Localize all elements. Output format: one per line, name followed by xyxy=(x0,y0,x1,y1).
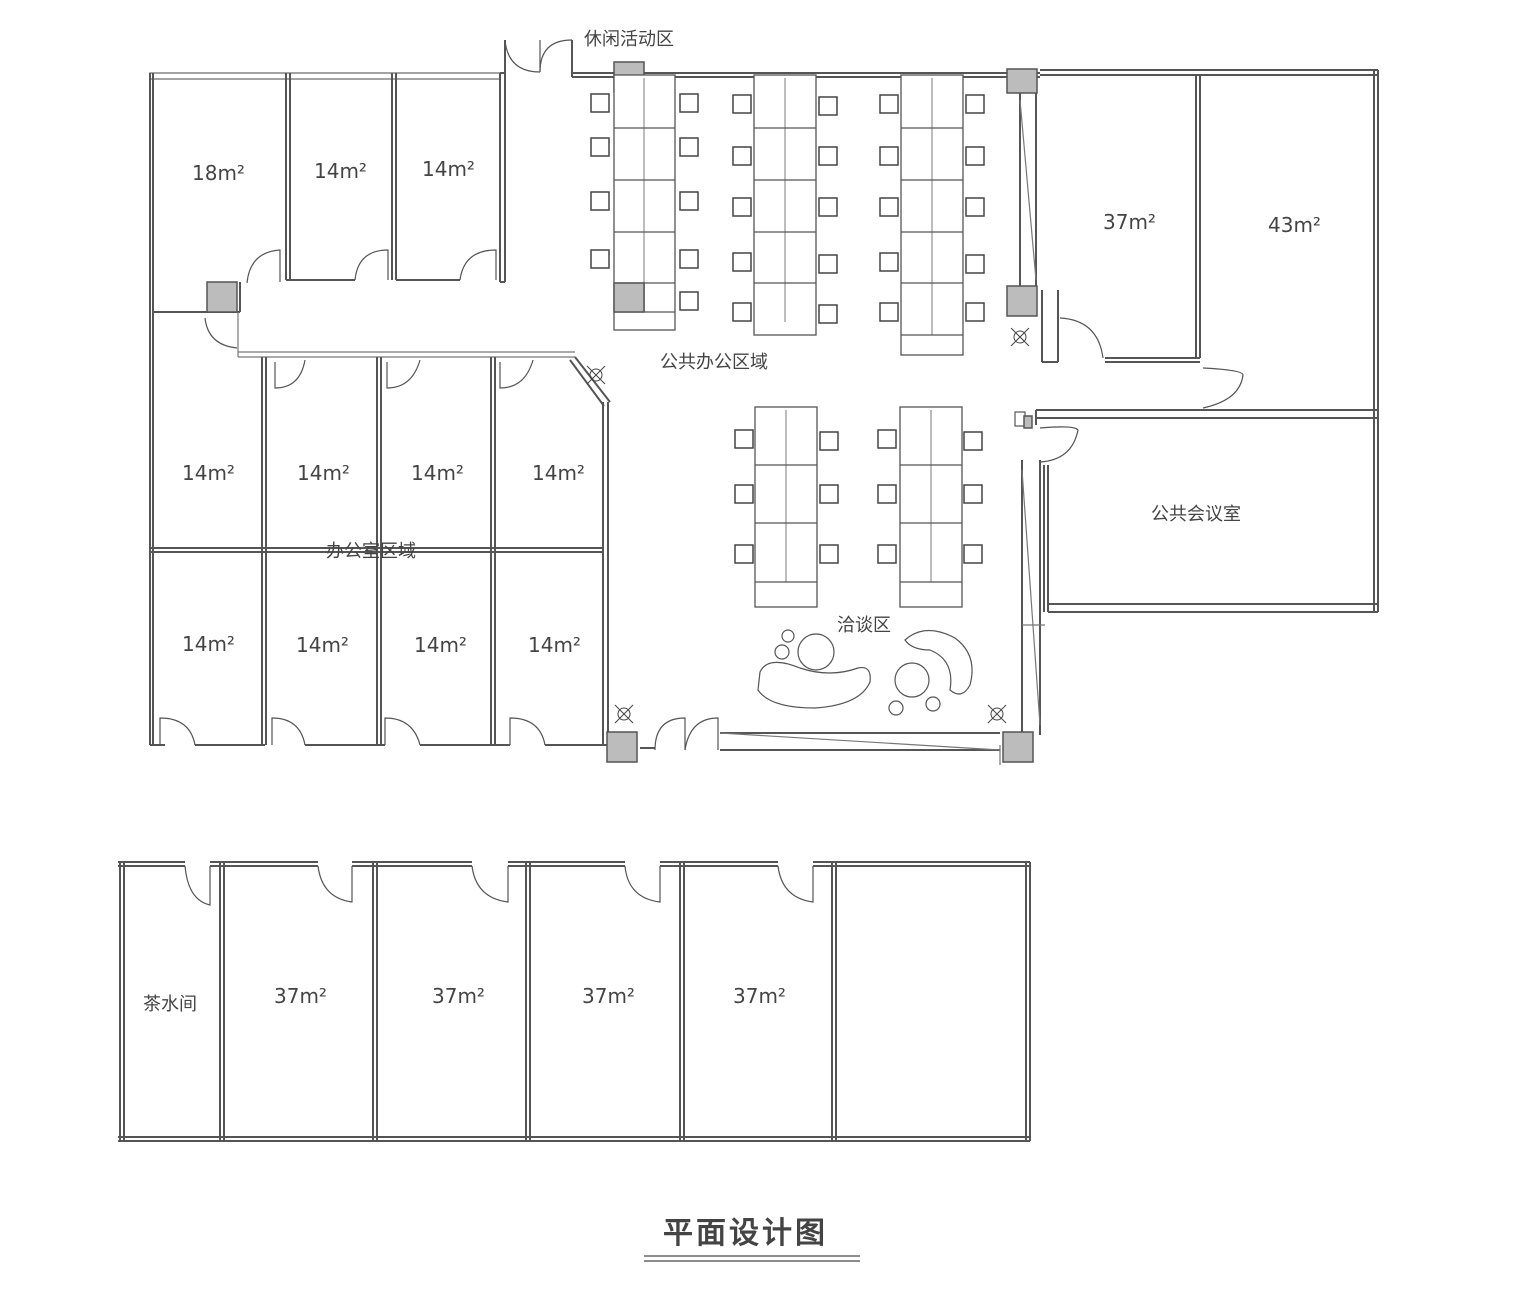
page-title: 平面设计图 xyxy=(663,1216,828,1251)
label-public-meeting: 公共会议室 xyxy=(1151,504,1241,525)
room-area: 14m² xyxy=(296,633,349,657)
workstations-bottom xyxy=(754,406,963,608)
room-area: 37m² xyxy=(733,984,786,1008)
room-area: 18m² xyxy=(192,161,245,185)
room-area: 14m² xyxy=(414,633,467,657)
lower-plan-walls xyxy=(118,861,1031,1142)
label-leisure: 休闲活动区 xyxy=(584,29,674,50)
leisure-corridor xyxy=(500,40,573,77)
room-area: 14m² xyxy=(182,461,235,485)
chairs-bottom xyxy=(734,429,983,564)
light-fixture-1 xyxy=(586,365,606,385)
room-area: 37m² xyxy=(432,984,485,1008)
room-area: 14m² xyxy=(411,461,464,485)
light-fixture-4 xyxy=(987,704,1007,724)
room-area: 14m² xyxy=(422,157,475,181)
room-area: 14m² xyxy=(297,461,350,485)
lounge-furniture xyxy=(757,629,973,716)
ceiling-fixtures xyxy=(586,327,1033,724)
light-fixture-2 xyxy=(1010,327,1030,347)
plan-title: 平面设计图 xyxy=(644,1216,860,1262)
light-fixture-3 xyxy=(614,704,634,724)
room-area: 37m² xyxy=(274,984,327,1008)
room-area-labels: 18m² 14m² 14m² 14m² 14m² 14m² 14m² 14m² … xyxy=(182,157,1321,1008)
label-negotiation: 洽谈区 xyxy=(837,615,891,636)
room-area: 43m² xyxy=(1268,213,1321,237)
label-tea-room: 茶水间 xyxy=(143,994,197,1015)
label-public-office: 公共办公区域 xyxy=(660,352,768,373)
room-area: 14m² xyxy=(314,159,367,183)
room-area: 14m² xyxy=(532,461,585,485)
label-office-rooms: 办公室区域 xyxy=(326,541,416,562)
lower-plan-doors xyxy=(184,865,814,906)
room-area: 14m² xyxy=(528,633,581,657)
upper-plan-walls xyxy=(149,69,1379,765)
chairs-top xyxy=(590,93,985,324)
zone-labels: 休闲活动区 公共办公区域 办公室区域 洽谈区 公共会议室 茶水间 xyxy=(143,29,1241,1015)
doors xyxy=(159,39,1244,751)
room-area: 14m² xyxy=(182,632,235,656)
room-area: 37m² xyxy=(1103,210,1156,234)
room-area: 37m² xyxy=(582,984,635,1008)
workstations-top xyxy=(613,74,964,356)
